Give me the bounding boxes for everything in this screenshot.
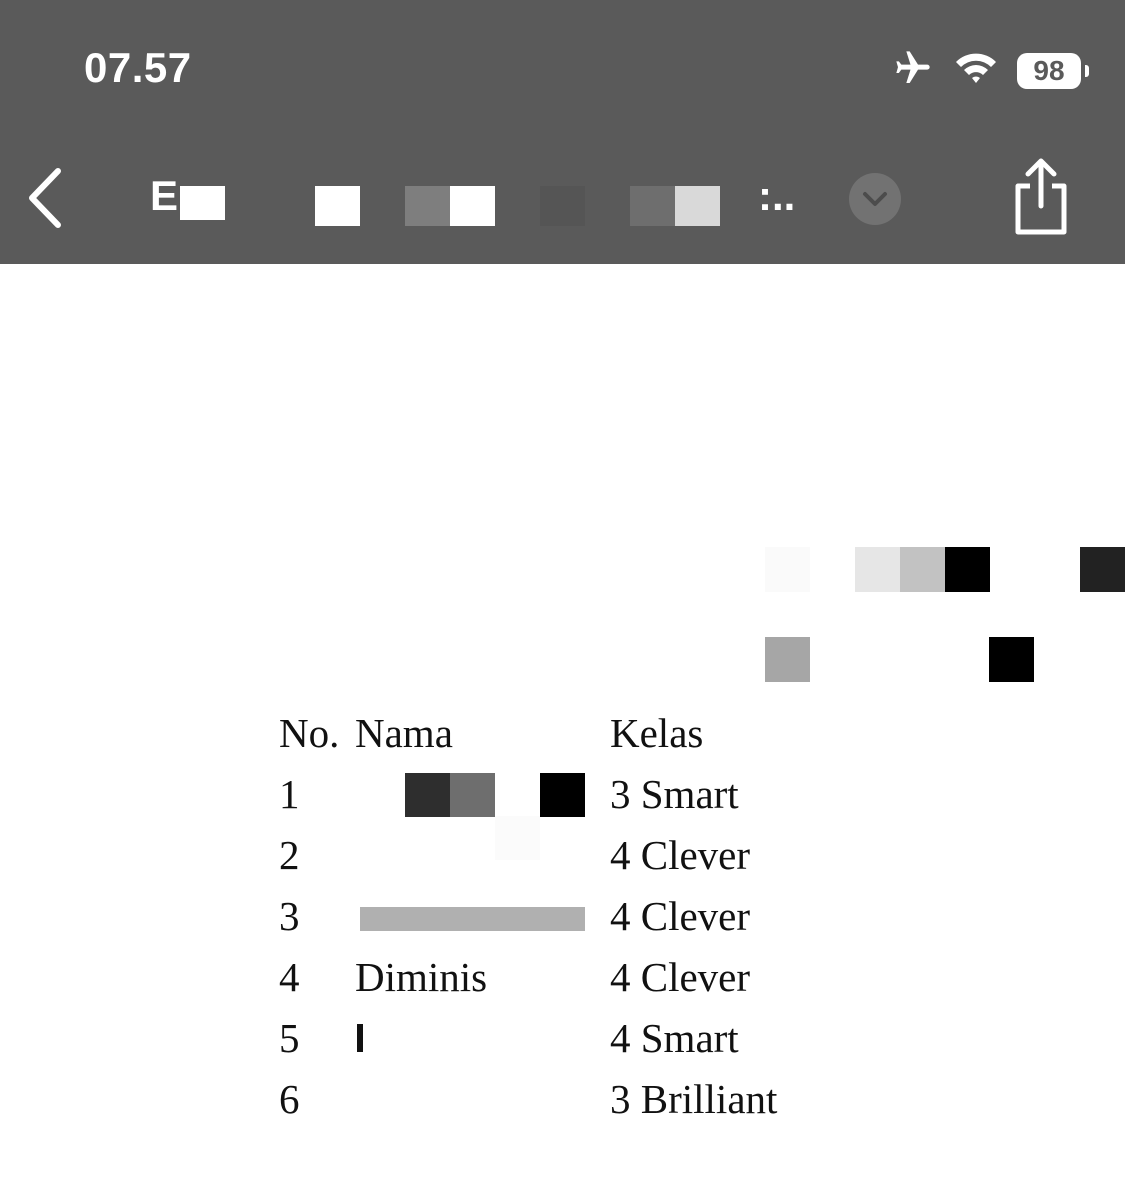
battery-tip xyxy=(1085,64,1089,77)
name-redaction xyxy=(405,773,450,817)
row-no: 5 xyxy=(279,1015,300,1061)
chevron-down-icon xyxy=(863,192,887,206)
name-redaction xyxy=(495,816,540,860)
header-no: No. xyxy=(279,710,340,756)
battery-icon: 98 xyxy=(1017,52,1089,89)
title-redaction xyxy=(180,186,225,220)
title-redaction xyxy=(450,186,495,226)
back-chevron-icon xyxy=(29,168,61,228)
name-redaction xyxy=(357,1024,363,1052)
header-redaction xyxy=(855,547,900,592)
title-redaction xyxy=(675,186,720,226)
back-button[interactable] xyxy=(22,165,72,231)
row-class: 4 Clever xyxy=(610,832,751,878)
status-icons: 98 xyxy=(891,48,1089,93)
row-class: 3 Smart xyxy=(610,771,739,817)
header-redaction xyxy=(1080,547,1125,592)
header-class: Kelas xyxy=(610,710,704,756)
name-redaction xyxy=(450,773,495,817)
status-time: 07.57 xyxy=(84,44,192,91)
row-class: 4 Clever xyxy=(610,893,751,939)
top-bar: 07.57 98 E :.. xyxy=(0,0,1125,264)
title-menu-button[interactable] xyxy=(849,173,901,225)
name-redaction xyxy=(540,773,585,817)
row-class: 4 Smart xyxy=(610,1015,739,1061)
row-class: 3 Brilliant xyxy=(610,1076,778,1122)
row-no: 6 xyxy=(279,1076,300,1122)
header-name: Nama xyxy=(355,710,453,756)
title-redaction xyxy=(315,186,360,226)
row-class: 4 Clever xyxy=(610,954,751,1000)
share-icon xyxy=(1015,158,1067,235)
row-no: 1 xyxy=(279,771,300,817)
header-redaction xyxy=(765,547,810,592)
title-redaction xyxy=(540,186,585,226)
row-no: 2 xyxy=(279,832,300,878)
document-title[interactable]: E xyxy=(150,172,179,219)
title-trailing: :.. xyxy=(758,172,796,219)
battery-level: 98 xyxy=(1033,54,1065,86)
header-redaction xyxy=(900,547,945,592)
row-name: Diminis xyxy=(355,954,488,1000)
header-redaction xyxy=(945,547,990,592)
title-redaction xyxy=(405,186,450,226)
share-button[interactable] xyxy=(1006,156,1076,236)
wifi-icon xyxy=(953,50,999,91)
name-redaction xyxy=(360,907,585,931)
row-no: 3 xyxy=(279,893,300,939)
document-page[interactable] xyxy=(0,264,1125,1178)
header-redaction xyxy=(989,637,1034,682)
airplane-icon xyxy=(891,48,935,93)
row-no: 4 xyxy=(279,954,300,1000)
title-redaction xyxy=(630,186,675,226)
header-redaction xyxy=(765,637,810,682)
